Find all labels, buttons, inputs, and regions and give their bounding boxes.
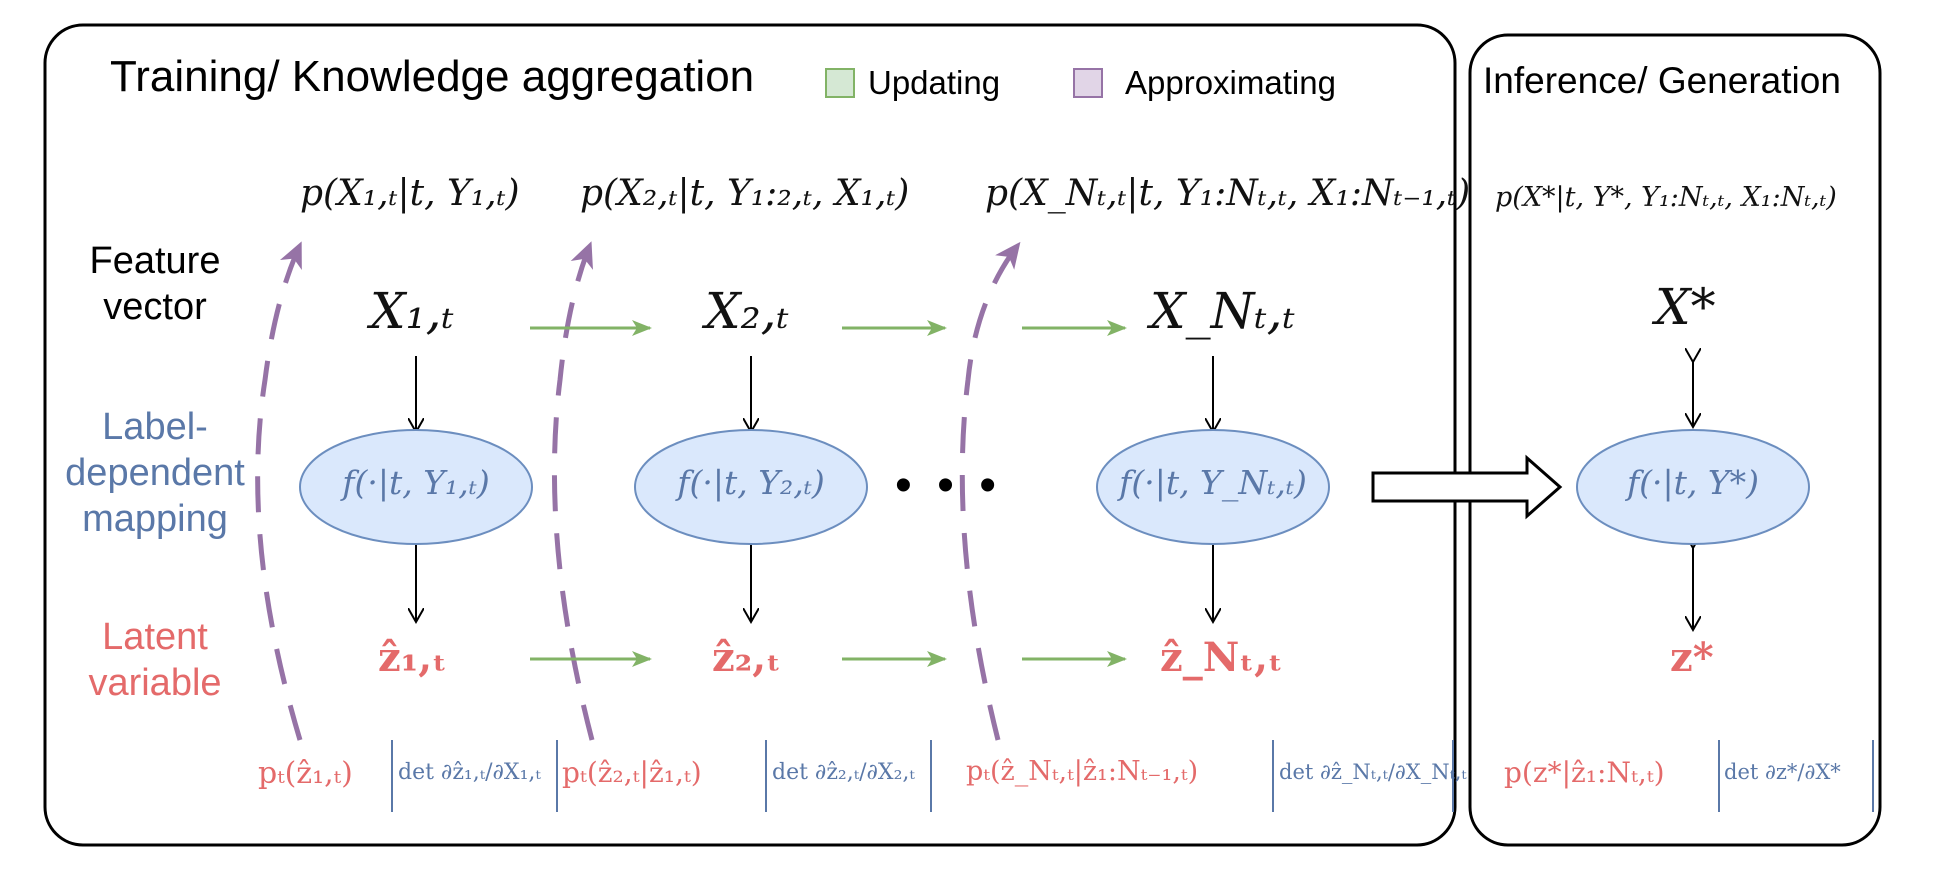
training-title: Training/ Knowledge aggregation (110, 52, 755, 101)
feature-x2: X₂,ₜ (705, 282, 789, 340)
row-label-mapping-line3: mapping (82, 498, 228, 540)
row-label-latent: Latent variable (70, 614, 240, 706)
latent-zstar: z* (1670, 634, 1714, 681)
bottom-prob-1: pₜ(ẑ₁,ₜ) (258, 756, 353, 791)
feature-xstar: X* (1655, 278, 1716, 336)
transfer-arrow (1371, 454, 1563, 520)
top-formula-2: p(X₂,ₜ|t, Y₁:₂,ₜ, X₁,ₜ) (580, 173, 910, 214)
bottom-det-1: det ∂ẑ₁,ₜ/∂X₁,ₜ (398, 760, 541, 785)
bottom-det-star: det ∂z*/∂X* (1724, 760, 1841, 784)
approximating-legend-label: Approximating (1125, 64, 1336, 101)
bottom-det-n: det ∂ẑ_Nₜ,ₜ/∂X_Nₜ,ₜ (1279, 760, 1467, 784)
row-label-feature: Feature vector (70, 238, 240, 330)
mapping-ellipse-1 (299, 429, 533, 545)
row-label-mapping-line2: dependent (65, 452, 245, 494)
inference-title: Inference/ Generation (1483, 60, 1841, 101)
row-label-feature-line1: Feature (89, 240, 221, 282)
approx-arc-3 (959, 241, 1021, 741)
feature-x1: X₁,ₜ (370, 282, 454, 340)
inference-panel (1468, 33, 1882, 847)
top-formula-1: p(X₁,ₜ|t, Y₁,ₜ) (300, 173, 520, 214)
updating-swatch (825, 68, 855, 98)
latent-z2: ẑ₂,ₜ (712, 634, 781, 681)
latent-zn: ẑ_Nₜ,ₜ (1160, 634, 1283, 681)
mapping-label-n: f(·|t, Y_Nₜ,ₜ) (1119, 463, 1307, 502)
row-label-feature-line2: vector (103, 286, 207, 328)
approx-arc-2 (551, 241, 595, 741)
mapping-ellipse-2 (634, 429, 868, 545)
mapping-label-2: f(·|t, Y₂,ₜ) (677, 463, 825, 502)
top-formula-star: p(X*|t, Y*, Y₁:Nₜ,ₜ, X₁:Nₜ,ₜ) (1495, 182, 1837, 213)
ellipsis-dots: • • • (895, 459, 1003, 512)
row-label-mapping: Label- dependent mapping (55, 404, 255, 542)
approx-arc-1 (255, 241, 303, 741)
updating-legend-label: Updating (868, 64, 1001, 101)
bottom-det-2: det ∂ẑ₂,ₜ/∂X₂,ₜ (772, 760, 915, 785)
row-label-latent-line2: variable (88, 662, 222, 704)
feature-xn: X_Nₜ,ₜ (1150, 282, 1295, 340)
row-label-mapping-line1: Label- (102, 406, 208, 448)
training-panel (43, 23, 1457, 847)
bottom-prob-2: pₜ(ẑ₂,ₜ|ẑ₁,ₜ) (562, 756, 702, 789)
bottom-prob-star: p(z*|ẑ₁:Nₜ,ₜ) (1504, 756, 1665, 789)
mapping-label-star: f(·|t, Y*) (1626, 463, 1760, 502)
top-formula-n: p(X_Nₜ,ₜ|t, Y₁:Nₜ,ₜ, X₁:Nₜ₋₁,ₜ) (985, 173, 1471, 214)
approximating-swatch (1073, 68, 1103, 98)
latent-z1: ẑ₁,ₜ (378, 634, 447, 681)
mapping-label-1: f(·|t, Y₁,ₜ) (342, 463, 490, 502)
row-label-latent-line1: Latent (102, 616, 208, 658)
mapping-ellipse-star (1576, 429, 1810, 545)
mapping-ellipse-n (1096, 429, 1330, 545)
bottom-prob-n: pₜ(ẑ_Nₜ,ₜ|ẑ₁:Nₜ₋₁,ₜ) (966, 756, 1199, 787)
